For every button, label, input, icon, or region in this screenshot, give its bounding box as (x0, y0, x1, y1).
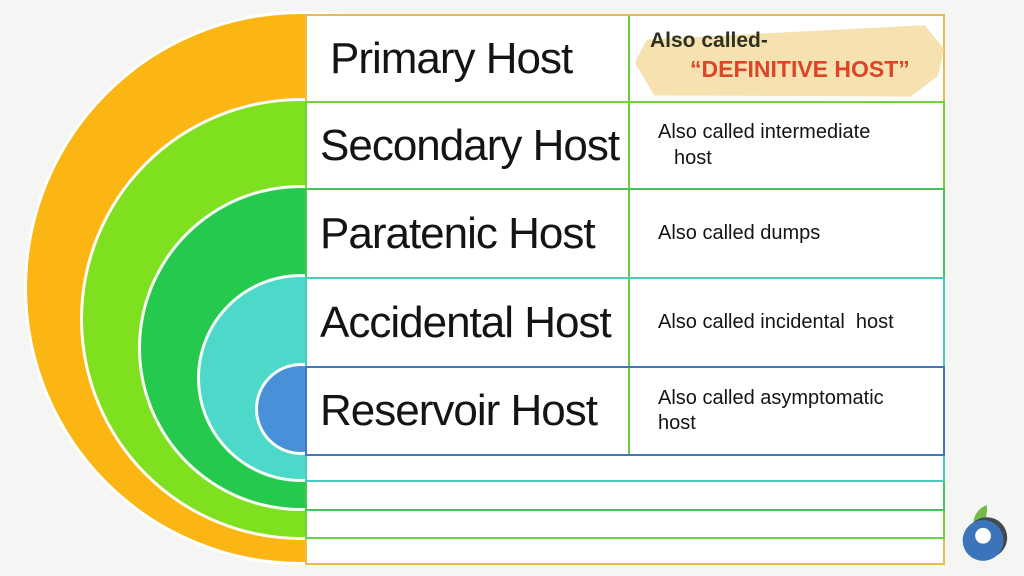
host-note-text: Also called- “DEFINITIVE HOST” (630, 16, 943, 83)
host-name: Accidental Host (320, 297, 612, 347)
note-line: Also called dumps (658, 221, 821, 244)
host-note-cell: Also called- “DEFINITIVE HOST” (630, 16, 943, 101)
table-row-accidental-host: Accidental Host Also called incidental h… (305, 277, 945, 368)
host-name-cell: Primary Host (307, 16, 630, 101)
table-row-reservoir-host: Reservoir Host Also called asymptomatic … (305, 366, 945, 456)
host-name-cell: Accidental Host (307, 279, 630, 366)
table-row-paratenic-host: Paratenic Host Also called dumps (305, 188, 945, 279)
host-note-cell: Also called asymptomatic host (630, 368, 943, 454)
host-name: Paratenic Host (320, 208, 596, 258)
note-line: Also called incidental host (658, 310, 894, 333)
note-line: host (658, 412, 696, 434)
host-name-cell: Reservoir Host (307, 368, 630, 454)
host-name: Secondary Host (320, 120, 620, 170)
table-row-primary-host: Primary Host Also called- “DEFINITIVE HO… (305, 14, 945, 103)
note-line: Also called intermediate (658, 121, 871, 144)
host-name-cell: Secondary Host (307, 103, 630, 188)
note-emphasis: “DEFINITIVE HOST” (690, 56, 910, 82)
host-note-cell: Also called dumps (630, 190, 943, 277)
empty-row-green (305, 482, 945, 511)
host-name: Reservoir Host (320, 386, 598, 435)
host-name-cell: Paratenic Host (307, 190, 630, 277)
logo-hole (975, 527, 991, 544)
host-note-cell: Also called incidental host (630, 279, 943, 366)
table-row-secondary-host: Secondary Host Also called intermediate … (305, 101, 945, 190)
host-name: Primary Host (330, 33, 573, 83)
b-droplet-logo-icon (962, 505, 1008, 561)
host-note-cell: Also called intermediate host (630, 103, 943, 188)
note-intro: Also called- (650, 29, 768, 52)
empty-row-light-green (305, 511, 945, 539)
empty-row-cyan (305, 456, 945, 482)
empty-row-orange (305, 539, 945, 565)
host-types-table: Primary Host Also called- “DEFINITIVE HO… (305, 14, 945, 565)
note-line: host (674, 146, 712, 169)
note-line: Also called asymptomatic (658, 386, 884, 409)
